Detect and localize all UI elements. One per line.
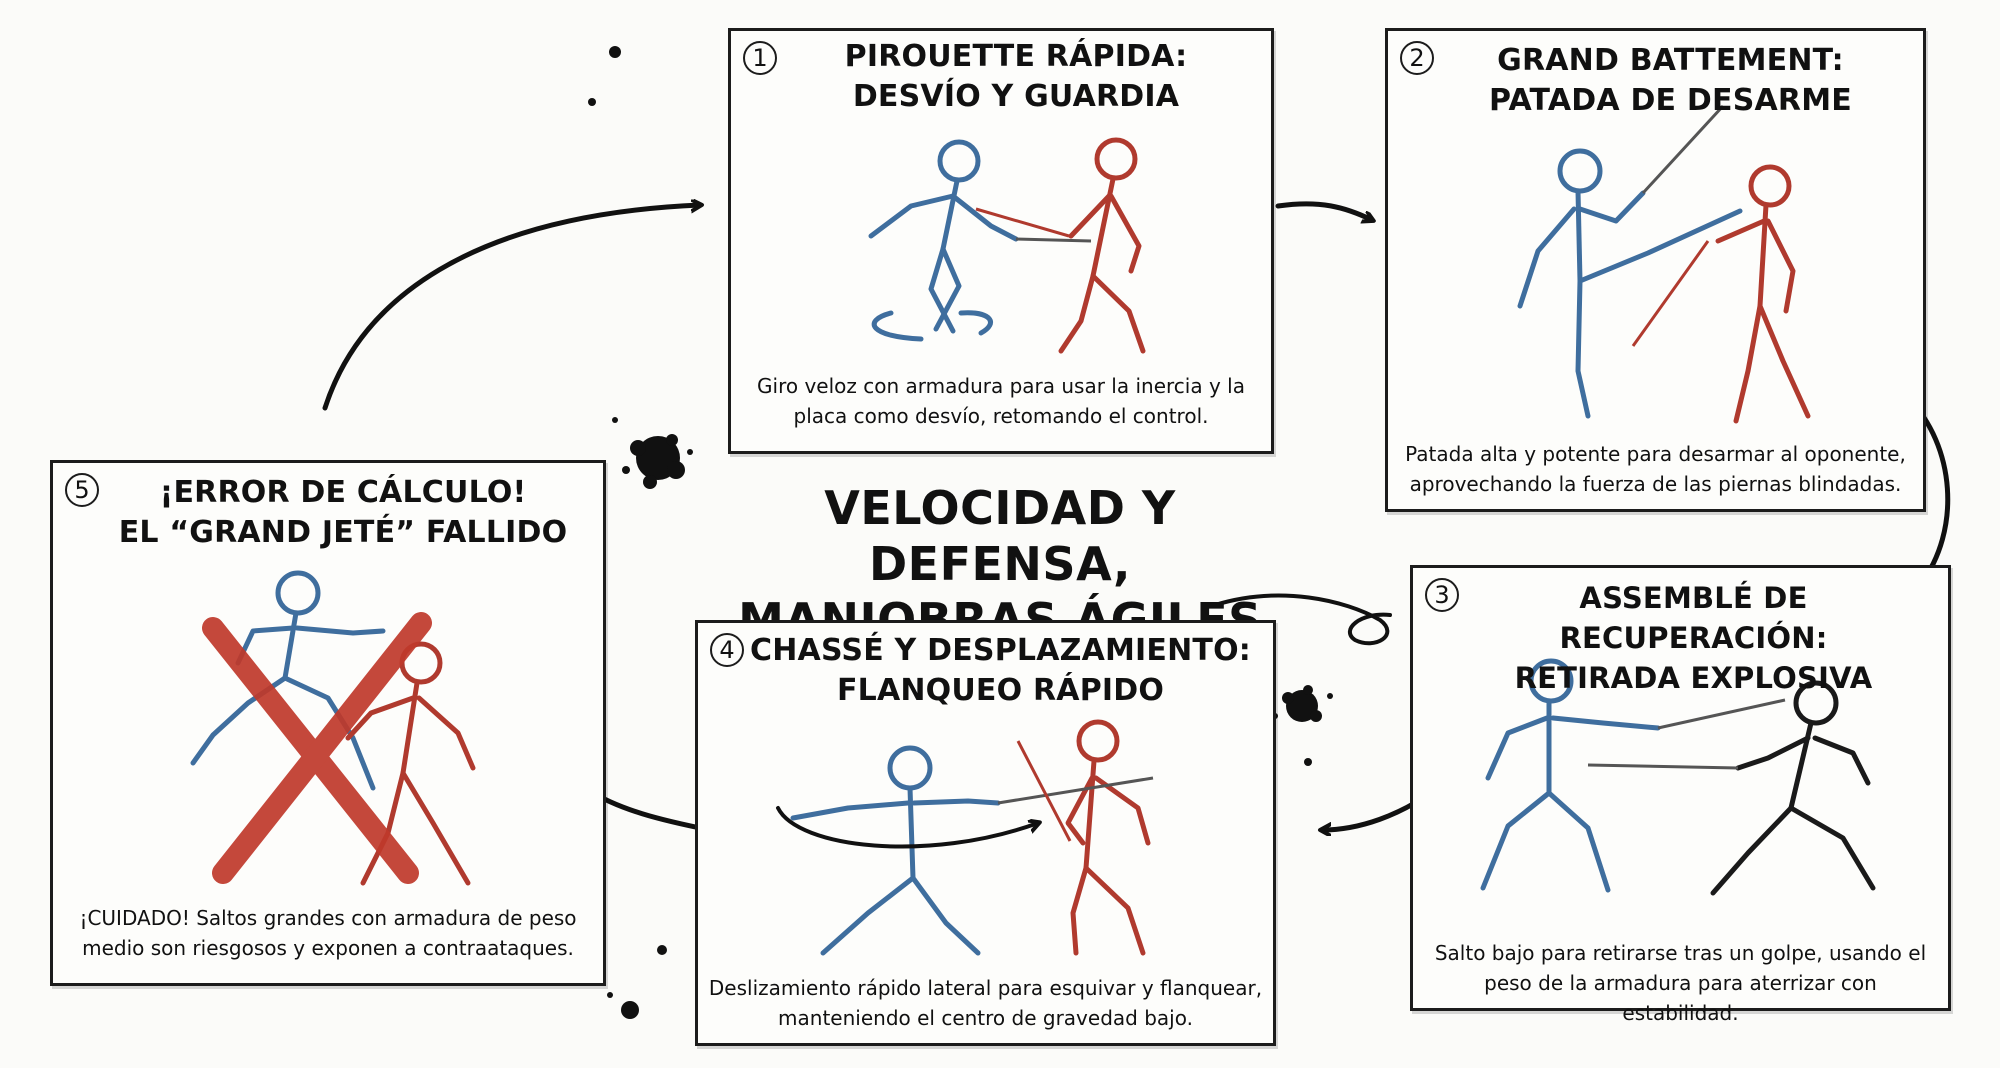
panel-2-desc-line-2: aprovechando la fuerza de las piernas bl… — [1409, 472, 1902, 496]
panel-4-description: Deslizamiento rápido lateral para esquiv… — [708, 973, 1263, 1033]
panel-1-illustration — [868, 137, 1146, 354]
panel-3-illustration — [1480, 658, 1876, 896]
panel-2-title-line-1: GRAND BATTEMENT: — [1497, 43, 1844, 78]
panel-1-title-line-2: DESVÍO Y GUARDIA — [852, 79, 1180, 114]
panel-4-illustration — [776, 719, 1154, 956]
panel-1-desc-line-2: placa como desvío, retomando el control. — [793, 404, 1209, 428]
panel-2-title: GRAND BATTEMENT: PATADA DE DESARME — [1428, 41, 1913, 121]
panel-5-title: ¡ERROR DE CÁLCULO! EL “GRAND JETÉ” FALLI… — [93, 473, 593, 553]
panel-3-desc-line-1: Salto bajo para retirarse tras un golpe,… — [1434, 941, 1927, 965]
panel-2-illustration — [1517, 104, 1811, 424]
panel-5-desc-line-2: medio son riesgosos y exponen a contraat… — [82, 936, 574, 960]
arrow-5-to-1 — [322, 205, 700, 411]
panel-4-title: CHASSÉ Y DESPLAZAMIENTO: FLANQUEO RÁPIDO — [738, 631, 1263, 711]
panel-5-description: ¡CUIDADO! Saltos grandes con armadura de… — [63, 903, 593, 963]
panel-5-title-line-2: EL “GRAND JETÉ” FALLIDO — [118, 515, 568, 550]
panel-5-title-line-1: ¡ERROR DE CÁLCULO! — [159, 475, 527, 510]
panel-4-chasse: 4 CHASSÉ Y DESPLAZAMIENTO: FLANQUEO RÁPI… — [695, 620, 1276, 1046]
panel-1-desc-line-1: Giro veloz con armadura para usar la ine… — [757, 374, 1245, 398]
main-title-line-1: VELOCIDAD Y DEFENSA, — [824, 481, 1176, 591]
panel-4-desc-line-1: Deslizamiento rápido lateral para esquiv… — [708, 976, 1263, 1000]
panel-3-assemble: 3 ASSEMBLÉ DE RECUPERACIÓN: RETIRADA EXP… — [1410, 565, 1951, 1025]
panel-1-description: Giro veloz con armadura para usar la ine… — [741, 371, 1261, 431]
panel-1-title: PIROUETTE RÁPIDA: DESVÍO Y GUARDIA — [771, 37, 1261, 117]
panel-5-grand-jete: 5 ¡ERROR DE CÁLCULO! EL “GRAND JETÉ” FAL… — [50, 460, 606, 986]
panel-2-title-line-2: PATADA DE DESARME — [1489, 83, 1852, 118]
panel-1-pirouette: 1 PIROUETTE RÁPIDA: DESVÍO Y GUARDIA Gir… — [728, 28, 1274, 454]
panel-2-number: 2 — [1400, 41, 1434, 75]
panel-5-number: 5 — [65, 473, 99, 507]
panel-4-desc-line-2: manteniendo el centro de gravedad bajo. — [778, 1006, 1193, 1030]
panel-4-number: 4 — [710, 633, 744, 667]
panel-5-desc-line-1: ¡CUIDADO! Saltos grandes con armadura de… — [79, 906, 577, 930]
panel-4-title-line-1: CHASSÉ Y DESPLAZAMIENTO: — [750, 633, 1251, 668]
panel-1-number: 1 — [743, 41, 777, 75]
panel-2-desc-line-1: Patada alta y potente para desarmar al o… — [1405, 442, 1906, 466]
panel-3-title-line-1: ASSEMBLÉ DE RECUPERACIÓN: — [1559, 581, 1828, 655]
panel-2-description: Patada alta y potente para desarmar al o… — [1398, 439, 1913, 499]
ink-splatter-2 — [1272, 685, 1333, 722]
arrow-4-to-5 — [588, 790, 713, 833]
panel-3-description: Salto bajo para retirarse tras un golpe,… — [1423, 938, 1938, 1028]
arrow-1-to-2 — [1275, 201, 1372, 220]
panel-2-grand-battement: 2 GRAND BATTEMENT: PATADA DE DESARME Pat… — [1385, 28, 1926, 512]
panel-3-title: ASSEMBLÉ DE RECUPERACIÓN: RETIRADA EXPLO… — [1449, 578, 1938, 698]
panel-3-title-line-2: RETIRADA EXPLOSIVA — [1514, 661, 1873, 695]
panel-3-desc-line-2: peso de la armadura para aterrizar con e… — [1484, 971, 1877, 1025]
panel-5-illustration — [190, 570, 476, 886]
panel-3-number: 3 — [1425, 578, 1459, 612]
ink-splatter-1 — [612, 417, 693, 489]
panel-4-title-line-2: FLANQUEO RÁPIDO — [836, 673, 1165, 708]
panel-1-title-line-1: PIROUETTE RÁPIDA: — [844, 39, 1188, 74]
